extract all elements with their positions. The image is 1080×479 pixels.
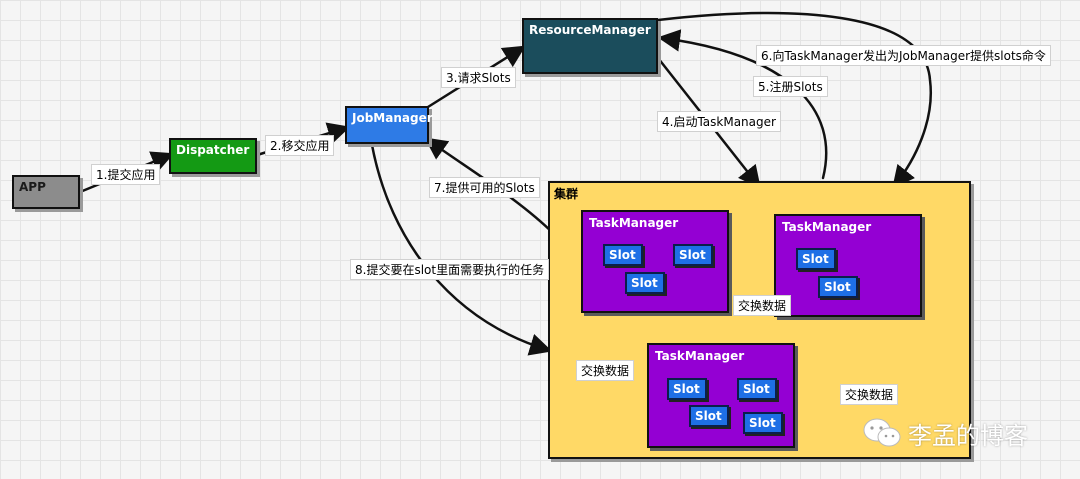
cluster-title: 集群 — [554, 187, 579, 201]
label-move-submit: 2.移交应用 — [265, 135, 335, 156]
watermark-text: 李孟的博客 — [908, 421, 1028, 450]
slot: Slot — [818, 276, 858, 298]
watermark: 李孟的博客 — [862, 416, 1028, 450]
taskmanager-3: TaskManager Slot Slot Slot Slot — [647, 343, 795, 448]
app-label: APP — [19, 180, 46, 194]
taskmanager-2-title: TaskManager — [782, 220, 872, 234]
resourcemanager-node: ResourceManager — [522, 18, 658, 74]
label-exchange-data-1: 交换数据 — [733, 295, 792, 316]
label-submit-app: 1.提交应用 — [91, 164, 161, 185]
slot: Slot — [625, 272, 665, 294]
label-exchange-data-2: 交换数据 — [576, 360, 635, 381]
dispatcher-label: Dispatcher — [176, 143, 250, 157]
label-request-slots: 3.请求Slots — [441, 67, 516, 88]
jobmanager-label: JobManager — [352, 111, 433, 125]
label-exchange-data-3: 交换数据 — [840, 384, 899, 405]
label-register-slots: 5.注册Slots — [753, 76, 828, 97]
label-available-slots: 7.提供可用的Slots — [429, 177, 540, 198]
slot: Slot — [667, 378, 707, 400]
slot: Slot — [796, 248, 836, 270]
label-offer-command: 6.向TaskManager发出为JobManager提供slots命令 — [756, 45, 1051, 66]
wechat-icon — [863, 418, 901, 447]
jobmanager-node: JobManager — [345, 106, 433, 144]
taskmanager-3-title: TaskManager — [655, 349, 745, 363]
app-node: APP — [12, 175, 80, 209]
label-submit-tasks: 8.提交要在slot里面需要执行的任务 — [350, 259, 550, 280]
arrow-offer-command — [656, 11, 933, 189]
slot: Slot — [737, 378, 777, 400]
slot: Slot — [603, 244, 643, 266]
taskmanager-2: TaskManager Slot Slot — [774, 214, 922, 317]
slot: Slot — [673, 244, 713, 266]
taskmanager-1: TaskManager Slot Slot Slot — [581, 210, 729, 313]
label-start-taskmanager: 4.启动TaskManager — [657, 111, 781, 132]
dispatcher-node: Dispatcher — [169, 138, 257, 174]
slot: Slot — [689, 405, 729, 427]
slot: Slot — [743, 412, 783, 434]
resourcemanager-label: ResourceManager — [529, 23, 651, 37]
arrow-submit-tasks — [370, 143, 553, 356]
taskmanager-1-title: TaskManager — [589, 216, 679, 230]
